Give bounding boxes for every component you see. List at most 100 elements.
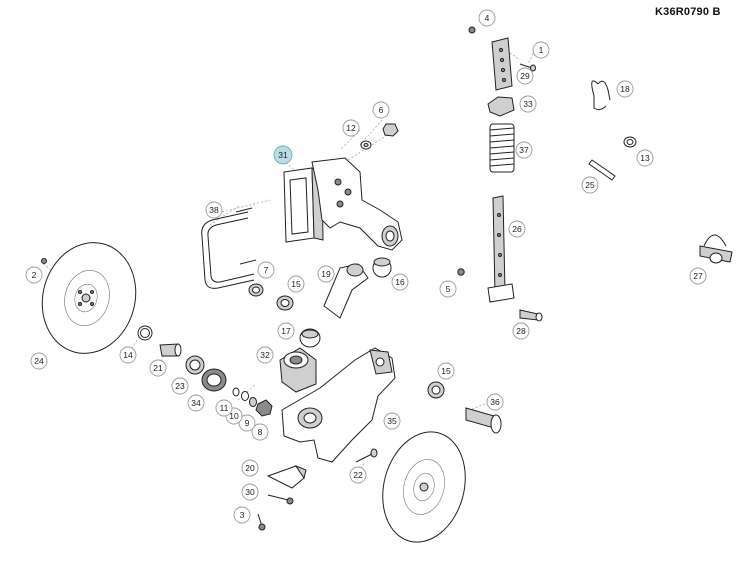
document-code: K36R0790 B (655, 6, 721, 18)
hub-casting-35 (281, 347, 396, 463)
disc-left (41, 242, 137, 354)
callout-24: 24 (30, 352, 48, 370)
svg-text:31: 31 (278, 150, 288, 160)
bolt-3 (257, 513, 266, 531)
callout-25: 25 (581, 176, 599, 194)
svg-text:23: 23 (175, 381, 185, 391)
svg-text:9: 9 (245, 418, 250, 428)
callout-17: 17 (277, 322, 295, 340)
callout-15-bottom: 15 (437, 362, 455, 380)
callout-9: 9 (238, 414, 256, 432)
pin-4 (468, 26, 476, 34)
clip-18 (591, 80, 611, 111)
svg-text:22: 22 (353, 470, 363, 480)
callout-35: 35 (383, 412, 401, 430)
spring-plate-29 (491, 37, 513, 91)
ring-13 (623, 136, 637, 148)
axle-36 (465, 407, 502, 434)
svg-text:17: 17 (281, 326, 291, 336)
svg-text:27: 27 (693, 271, 703, 281)
callout-37: 37 (515, 141, 533, 159)
svg-text:7: 7 (264, 265, 269, 275)
svg-text:26: 26 (512, 224, 522, 234)
callout-23: 23 (171, 377, 189, 395)
bearing-23 (185, 355, 205, 375)
svg-text:24: 24 (34, 356, 44, 366)
callout-32: 32 (256, 346, 274, 364)
nut-5 (457, 268, 465, 276)
callout-3: 3 (233, 506, 251, 524)
svg-text:2: 2 (32, 270, 37, 280)
svg-text:25: 25 (585, 180, 595, 190)
svg-text:19: 19 (321, 269, 331, 279)
callout-14: 14 (119, 346, 137, 364)
svg-text:15: 15 (291, 279, 301, 289)
disc-right (382, 431, 466, 543)
cap-16 (372, 257, 392, 278)
svg-text:35: 35 (387, 416, 397, 426)
svg-text:12: 12 (346, 123, 356, 133)
callout-20: 20 (241, 459, 259, 477)
callout-30: 30 (241, 483, 259, 501)
svg-text:16: 16 (395, 277, 405, 287)
spring-37 (489, 123, 515, 173)
callout-38: 38 (205, 201, 223, 219)
bushing-15-bottom (427, 381, 445, 399)
svg-text:32: 32 (260, 350, 270, 360)
svg-text:37: 37 (519, 145, 529, 155)
svg-text:11: 11 (220, 403, 229, 413)
callout-16: 16 (391, 273, 409, 291)
nut-8 (255, 399, 273, 417)
svg-text:33: 33 (523, 99, 533, 109)
svg-text:4: 4 (485, 13, 490, 23)
svg-text:14: 14 (123, 350, 133, 360)
svg-text:1: 1 (539, 45, 544, 55)
svg-text:38: 38 (209, 205, 219, 215)
pin-25 (588, 159, 616, 181)
callout-1: 1 (532, 41, 550, 59)
bolt-1 (519, 63, 536, 72)
svg-text:18: 18 (620, 84, 630, 94)
callout-8: 8 (251, 423, 269, 441)
svg-text:34: 34 (191, 398, 201, 408)
rod-26 (487, 195, 515, 303)
bushing-17 (299, 328, 321, 348)
hub-34 (201, 368, 227, 392)
svg-text:15: 15 (441, 366, 451, 376)
o-ring-14 (137, 325, 153, 341)
callout-28: 28 (512, 322, 530, 340)
svg-text:6: 6 (379, 105, 384, 115)
callout-21: 21 (149, 359, 167, 377)
svg-text:13: 13 (640, 153, 650, 163)
callout-4: 4 (478, 9, 496, 27)
callout-5: 5 (439, 280, 457, 298)
svg-text:28: 28 (516, 326, 526, 336)
washer-9 (249, 397, 257, 407)
callout-36: 36 (486, 393, 504, 411)
scraper-20 (266, 464, 307, 489)
callout-26: 26 (508, 220, 526, 238)
bolt-22 (355, 448, 378, 463)
svg-text:5: 5 (446, 284, 451, 294)
callout-29: 29 (516, 67, 534, 85)
callout-13: 13 (636, 149, 654, 167)
svg-text:36: 36 (490, 397, 500, 407)
callout-34: 34 (187, 394, 205, 412)
shaft-21 (159, 343, 182, 357)
svg-text:20: 20 (245, 463, 255, 473)
cap-33 (487, 96, 515, 117)
washer-11 (232, 387, 240, 397)
tube-19 (323, 263, 369, 319)
cap-7 (248, 283, 264, 297)
pin-28 (519, 309, 543, 322)
bolt-30 (267, 494, 294, 505)
svg-text:3: 3 (240, 510, 245, 520)
screw-2 (41, 258, 47, 264)
callout-15-top: 15 (287, 275, 305, 293)
callout-19: 19 (317, 265, 335, 283)
linch-pin-27 (699, 234, 733, 264)
u-bolt (201, 207, 257, 289)
bearing-32 (279, 347, 317, 393)
callout-12: 12 (342, 119, 360, 137)
